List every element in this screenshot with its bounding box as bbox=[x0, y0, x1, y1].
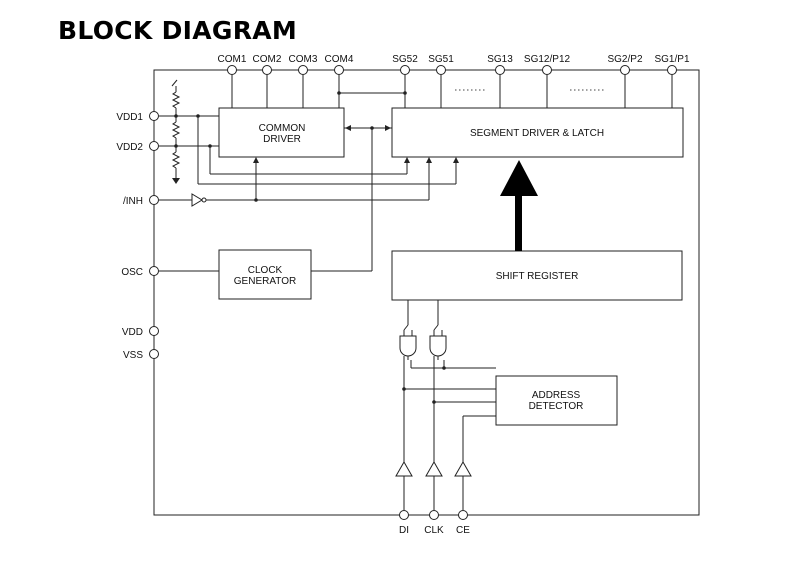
top-pin-com1: COM1 bbox=[218, 54, 247, 108]
data-bus-arrow bbox=[500, 160, 538, 251]
pin-label-sg51: SG51 bbox=[428, 54, 454, 65]
left-pin-vdd: VDD bbox=[122, 326, 159, 338]
pin-label-vdd2: VDD2 bbox=[116, 142, 143, 153]
pin-label-inh: /INH bbox=[123, 196, 143, 207]
common-driver-block bbox=[218, 107, 345, 158]
address-detector-label-2: DETECTOR bbox=[529, 401, 584, 412]
common-driver-label-1: COMMON bbox=[259, 123, 306, 134]
pin-label-sg13: SG13 bbox=[487, 54, 513, 65]
shift-register-label: SHIFT REGISTER bbox=[496, 271, 579, 282]
resistor-ladder bbox=[171, 79, 181, 184]
pin-label-com2: COM2 bbox=[253, 54, 282, 65]
top-pin-com4: COM4 bbox=[325, 54, 354, 108]
top-pin-com2: COM2 bbox=[253, 54, 282, 108]
pin-label-vss: VSS bbox=[123, 350, 143, 361]
left-pin-vss: VSS bbox=[123, 349, 159, 361]
left-pin-vdd2: VDD2 bbox=[116, 141, 176, 153]
left-pin-osc: OSC bbox=[121, 266, 219, 278]
shift-register-block bbox=[391, 250, 683, 301]
top-pin-sg12: SG12/P12 bbox=[524, 54, 571, 108]
bottom-pin-ce: CE bbox=[456, 510, 470, 536]
left-pin-inh: /INH bbox=[123, 195, 192, 207]
top-pin-sg52: SG52 bbox=[392, 54, 418, 108]
address-detector-label-1: ADDRESS bbox=[532, 390, 581, 401]
page-title: BLOCK DIAGRAM bbox=[58, 16, 298, 45]
pin-label-vdd1: VDD1 bbox=[116, 112, 143, 123]
chip-outline bbox=[153, 69, 700, 516]
address-detector-block bbox=[495, 375, 618, 426]
segment-driver-label: SEGMENT DRIVER & LATCH bbox=[470, 128, 604, 139]
pin-label-sg2: SG2/P2 bbox=[607, 54, 642, 65]
pin-label-clk: CLK bbox=[424, 525, 444, 536]
pin-label-com3: COM3 bbox=[289, 54, 318, 65]
pin-label-ce: CE bbox=[456, 525, 470, 536]
clock-generator-label-2: GENERATOR bbox=[234, 276, 296, 287]
pin-label-osc: OSC bbox=[121, 267, 143, 278]
clock-generator-label-1: CLOCK bbox=[248, 265, 283, 276]
pin-label-vdd: VDD bbox=[122, 327, 143, 338]
top-pin-sg13: SG13 bbox=[487, 54, 513, 108]
segment-driver-block bbox=[391, 107, 684, 158]
top-pin-com3: COM3 bbox=[289, 54, 318, 108]
top-pin-sg51: SG51 bbox=[428, 54, 454, 108]
bottom-pin-di: DI bbox=[399, 510, 409, 536]
pin-label-com1: COM1 bbox=[218, 54, 247, 65]
pin-label-sg12: SG12/P12 bbox=[524, 54, 571, 65]
top-pin-sg1: SG1/P1 bbox=[654, 54, 690, 108]
interconnect-wires bbox=[176, 91, 496, 510]
pin-label-com4: COM4 bbox=[325, 54, 354, 65]
pin-label-di: DI bbox=[399, 525, 409, 536]
bottom-pin-clk: CLK bbox=[424, 510, 444, 536]
pin-label-sg1: SG1/P1 bbox=[654, 54, 689, 65]
left-pin-vdd1: VDD1 bbox=[116, 111, 176, 123]
top-pin-sg2: SG2/P2 bbox=[607, 54, 643, 108]
pin-label-sg52: SG52 bbox=[392, 54, 418, 65]
common-driver-label-2: DRIVER bbox=[263, 134, 301, 145]
clock-generator-block bbox=[218, 249, 312, 300]
